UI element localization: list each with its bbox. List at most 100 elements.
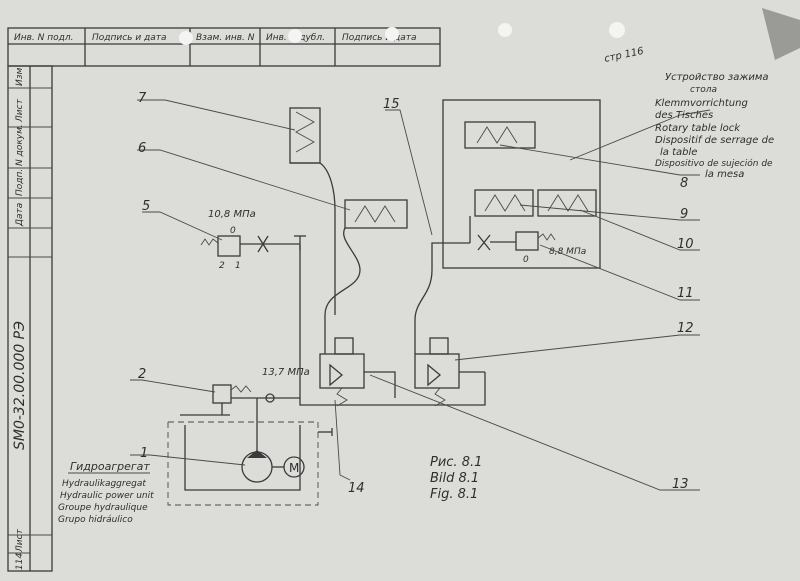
caption-line: Hydraulic power unit (60, 491, 154, 501)
callout-11: 11 (677, 286, 694, 301)
document-code: SM0-32.00.000 PЭ (12, 321, 28, 450)
valve-spring-left (336, 387, 348, 407)
callout-15: 15 (383, 97, 400, 112)
pump-arrow (247, 450, 267, 458)
callout-13: 13 (672, 477, 689, 492)
punch-hole (385, 27, 399, 41)
leader-7 (137, 99, 296, 131)
caption-line: Groupe hydraulique (58, 503, 148, 513)
figure-caption-line: Рис. 8.1 (430, 455, 482, 470)
pressure-relay-11: 8,8 МПа 0 (477, 231, 586, 265)
margin-cell-date: Дата (15, 203, 25, 227)
relay-5-port-1: 1 (235, 261, 241, 271)
margin-cell-izm: Изм (15, 67, 25, 86)
callout-8: 8 (680, 176, 688, 191)
relay-11-pressure: 8,8 МПа (549, 247, 586, 257)
table-lock-enclosure (442, 99, 601, 269)
caption-line: des Tisches (655, 110, 713, 121)
relay-5-port-0: 0 (230, 226, 236, 236)
relay-11-port-0: 0 (523, 255, 529, 265)
punch-hole (179, 31, 193, 45)
figure-caption: Рис. 8.1 Bild 8.1 Fig. 8.1 (430, 455, 482, 502)
leader-6 (137, 149, 351, 211)
caption-line: Устройство зажима (665, 72, 769, 83)
leader-5 (142, 211, 223, 241)
leader-10 (579, 209, 700, 251)
cylinder-9 (469, 189, 534, 243)
relief-valve-2: 13,7 МПа (180, 367, 310, 416)
margin-cell-list: Лист (15, 98, 25, 123)
relay-5-body (217, 235, 241, 257)
tank (184, 425, 301, 491)
caption-line: la table (660, 147, 697, 158)
leader-11 (539, 244, 700, 301)
valve-right-line (414, 242, 470, 354)
relay-11-body (515, 231, 539, 251)
caption-line: Klemmvorrichtung (655, 98, 748, 109)
punch-hole (288, 29, 302, 43)
leader-2 (130, 379, 216, 393)
relay-5-pressure: 10,8 МПа (208, 209, 256, 220)
torn-corner (762, 8, 800, 60)
cylinder-7-spring (295, 111, 315, 153)
return-line (299, 372, 486, 406)
callout-14: 14 (348, 481, 365, 496)
caption-line: Dispositivo de sujeción de (655, 158, 773, 169)
leader-9 (519, 204, 700, 221)
relay-5-spring (200, 238, 219, 246)
leader-12 (454, 334, 700, 361)
figure-caption-line: Fig. 8.1 (430, 487, 478, 502)
leader-lock-caption (569, 109, 711, 161)
figure-caption-line: Bild 8.1 (430, 471, 479, 486)
relay-11-throttle (477, 234, 491, 251)
left-margin-strip: Изм Лист N докум. Подп. Дата SM0-32.00.0… (7, 65, 53, 572)
valve-arrow-left (329, 363, 344, 387)
caption-line: Grupo hidráulico (58, 515, 133, 525)
callout-10: 10 (677, 237, 694, 252)
cylinder-6 (324, 199, 408, 316)
hydraulic-power-unit: M (167, 398, 333, 506)
margin-cell-sign: Подп. (15, 169, 25, 196)
leader-lines (130, 99, 711, 491)
caption-line: Rotary table lock (655, 123, 741, 134)
title-block-frame (7, 27, 441, 67)
hydraulic-unit-caption: Гидроагрегат Hydraulikaggregat Hydraulic… (58, 460, 154, 525)
cylinder-6-spring (354, 205, 396, 223)
sheet-label: Лист (15, 528, 25, 553)
caption-line: Dispositif de serrage de (655, 135, 774, 146)
cylinder-10-spring (547, 194, 589, 212)
replaced-inv-label: Взам. инв. N (196, 33, 255, 43)
motor-symbol (283, 456, 305, 478)
valve-left-return (364, 371, 396, 398)
callout-1: 1 (140, 446, 148, 461)
cylinder-9-body (474, 189, 534, 217)
cylinder-9-spring (484, 194, 526, 212)
margin-cell-doc: N докум. (15, 124, 25, 166)
sheet-number: 114 (15, 553, 25, 570)
cylinder-8 (464, 121, 536, 149)
cylinder-10-body (537, 189, 597, 217)
punch-hole (498, 23, 512, 37)
inv-no-orig-label: Инв. N подл. (14, 33, 73, 43)
caption-line: la mesa (705, 169, 744, 180)
punch-holes (179, 22, 625, 45)
power-unit-boundary (167, 421, 319, 506)
callout-2: 2 (138, 367, 146, 382)
cylinder-7 (289, 107, 336, 315)
relief-spring (230, 385, 252, 393)
leader-15 (385, 109, 433, 236)
pressure-relay-5: 10,8 МПа 0 2 1 (200, 209, 300, 271)
directional-valve-right (414, 242, 485, 407)
leader-13 (369, 374, 700, 491)
valve-arrow-right (427, 363, 442, 387)
leader-1 (130, 454, 246, 466)
cylinder-7-line (319, 162, 336, 315)
relief-pressure: 13,7 МПа (262, 367, 310, 378)
callout-5: 5 (142, 199, 150, 214)
leader-14 (334, 399, 351, 481)
callout-12: 12 (677, 321, 694, 336)
caption-line: стола (690, 85, 717, 95)
